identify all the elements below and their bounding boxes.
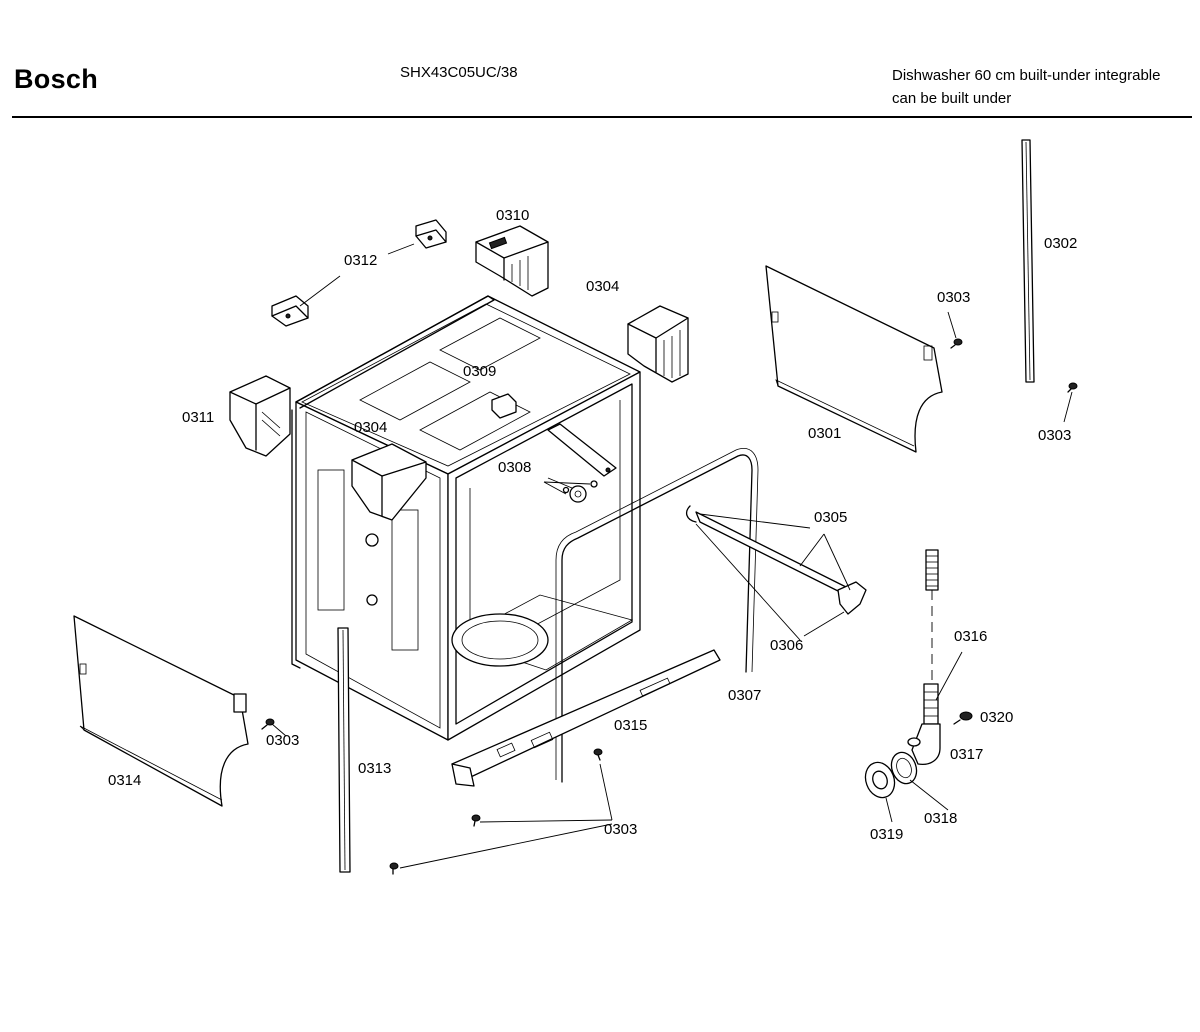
- callout-0303-upper: 0303: [937, 289, 970, 306]
- callout-0317: 0317: [950, 746, 983, 763]
- callout-0313: 0313: [358, 760, 391, 777]
- callout-0303-bottom: 0303: [604, 821, 637, 838]
- brand-title: Bosch: [14, 64, 99, 94]
- callout-0319: 0319: [870, 826, 903, 843]
- part-0304-bracket-upper: [627, 305, 689, 383]
- part-0314-side-panel: [73, 615, 249, 807]
- part-0320-screw: [953, 711, 973, 725]
- callout-0315: 0315: [614, 717, 647, 734]
- callout-0314: 0314: [108, 772, 141, 789]
- part-0317-elbow: [907, 723, 941, 766]
- product-description: Dishwasher 60 cm built-under integrable …: [892, 64, 1160, 110]
- callout-0303-left: 0303: [266, 732, 299, 749]
- callout-0304-upper: 0304: [586, 278, 619, 295]
- description-line-2: can be built under: [892, 90, 1012, 107]
- part-0312-clips: [271, 219, 447, 327]
- part-0303-screws: [261, 338, 1078, 875]
- part-0309-clip: [491, 393, 517, 419]
- tub-cabinet: [291, 295, 641, 741]
- callout-0312: 0312: [344, 252, 377, 269]
- part-0315-plinth: [451, 649, 721, 787]
- callout-0304-lower: 0304: [354, 419, 387, 436]
- part-0307-seal: [555, 448, 759, 783]
- callout-0301: 0301: [808, 425, 841, 442]
- part-0302-strip: [1021, 139, 1035, 383]
- part-0313-seal-strip: [337, 627, 351, 873]
- part-0301-side-panel: [765, 265, 943, 453]
- callout-0303-right: 0303: [1038, 427, 1071, 444]
- callout-0310: 0310: [496, 207, 529, 224]
- model-number: SHX43C05UC/38: [400, 64, 518, 81]
- part-0310-bracket: [475, 225, 549, 297]
- part-0308-mount: [547, 423, 617, 503]
- part-0311-bracket: [229, 375, 291, 457]
- description-line-1: Dishwasher 60 cm built-under integrable: [892, 67, 1161, 84]
- callout-0309: 0309: [463, 363, 496, 380]
- callout-0306: 0306: [770, 637, 803, 654]
- part-0319-cap: [864, 761, 896, 799]
- part-0304-bracket-lower: [351, 443, 427, 521]
- callout-0305: 0305: [814, 509, 847, 526]
- callout-labels: 0310 0312 0304 0302 0303 0309 0311 0304 …: [108, 207, 1077, 843]
- callout-0320: 0320: [980, 709, 1013, 726]
- leader-lines: [271, 243, 1073, 869]
- callout-0302: 0302: [1044, 235, 1077, 252]
- header-divider: [12, 116, 1192, 118]
- callout-0311: 0311: [182, 409, 214, 426]
- part-0318-ring: [890, 751, 918, 785]
- callout-0308: 0308: [498, 459, 531, 476]
- callout-0318: 0318: [924, 810, 957, 827]
- callout-0316: 0316: [954, 628, 987, 645]
- callout-0307: 0307: [728, 687, 761, 704]
- part-0305-rail: [685, 505, 867, 615]
- part-0316-hose: [923, 549, 939, 725]
